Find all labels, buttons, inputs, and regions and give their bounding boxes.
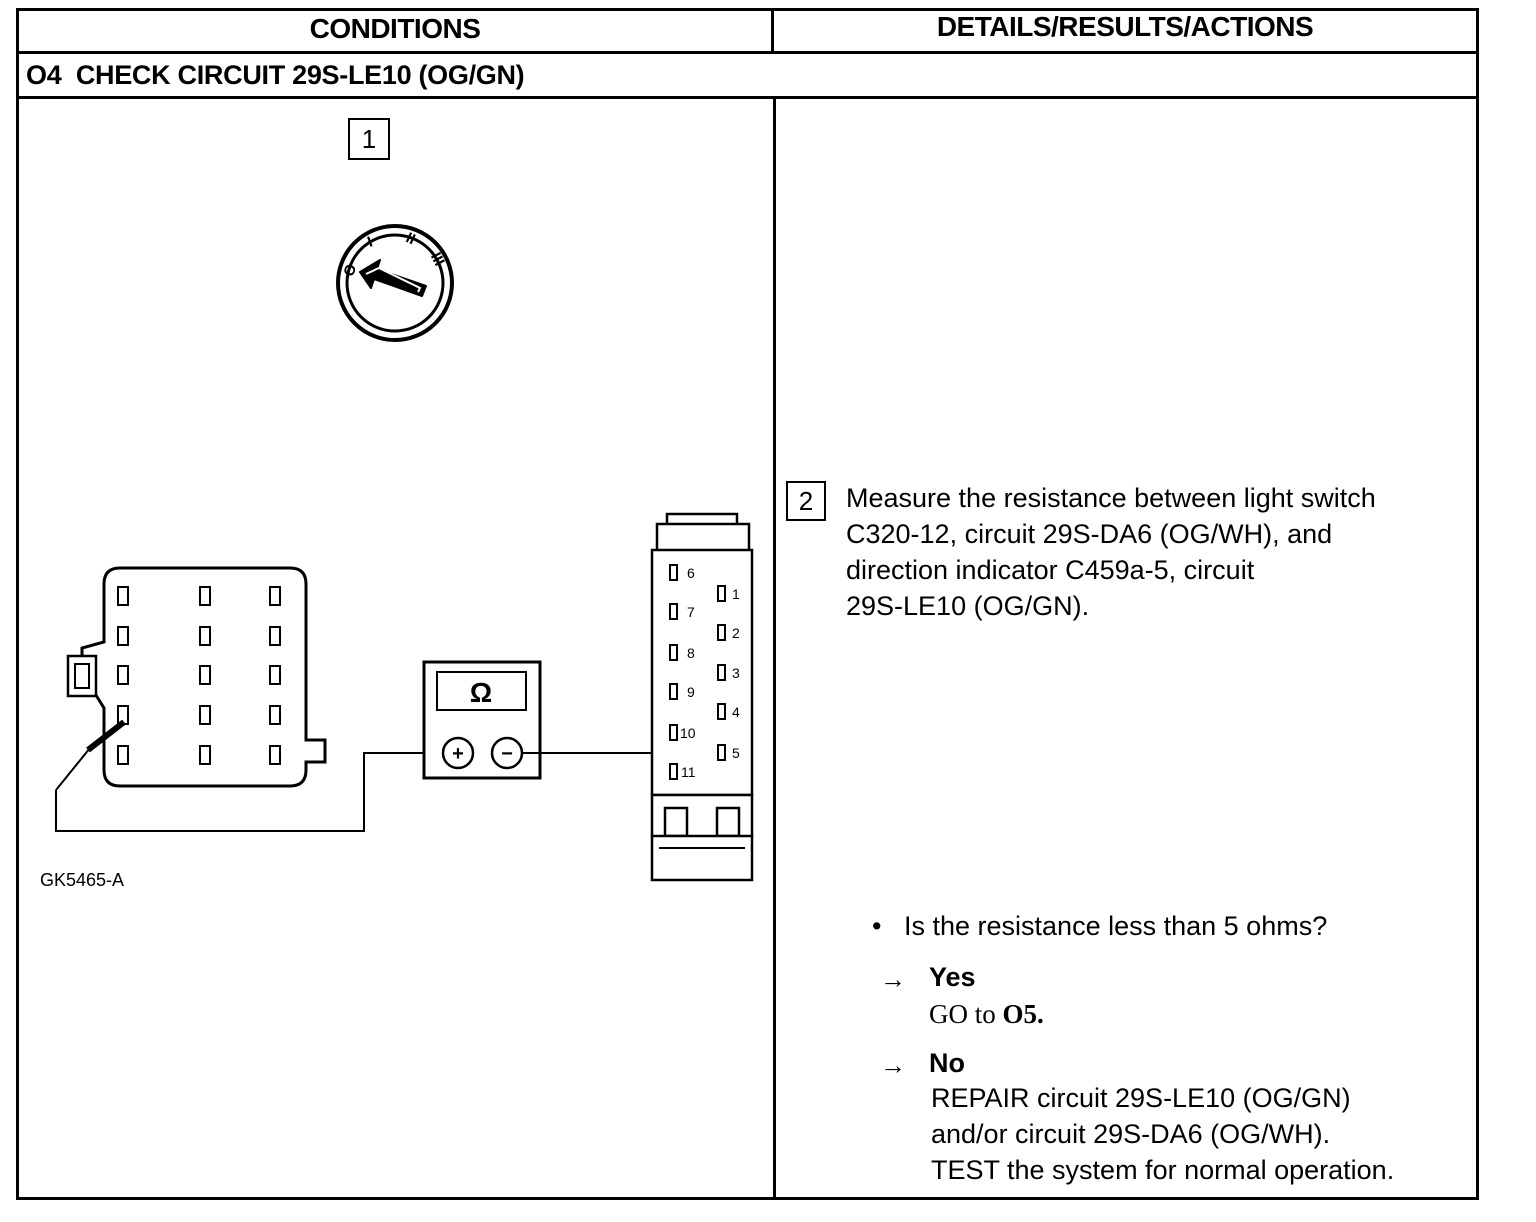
svg-text:−: − [501,743,513,765]
ignition-switch-icon: O I II III [336,224,454,342]
yes-action: GO to O5. [929,996,1044,1032]
table-frame [16,8,1479,1200]
no-action-line: TEST the system for normal operation. [931,1155,1395,1185]
pin-label-5: 5 [732,745,740,761]
pin-label-2: 2 [732,625,740,641]
pin-label-4: 4 [732,704,740,720]
yes-label: Yes [929,962,976,992]
no-action-line: and/or circuit 29S-DA6 (OG/WH). [931,1119,1331,1149]
yes-arrow-icon: → [880,964,906,994]
svg-text:+: + [452,743,464,765]
column-divider-header [771,8,774,53]
question-text: Is the resistance less than 5 ohms? [904,911,1328,941]
instruction-line: 29S-LE10 (OG/GN). [846,591,1090,621]
step-2-number-box: 2 [786,481,826,521]
meter-plus-terminal [441,736,475,770]
question-bullet: • [872,911,882,941]
header-divider [16,51,1476,54]
wiring-diagram: Ω + − 6 7 8 9 10 11 1 2 3 [55,512,754,882]
figure-code: GK5465-A [40,870,125,890]
step-2-instruction: Measure the resistance between light swi… [846,480,1466,624]
pin-label-7: 7 [687,604,695,620]
multimeter-ohm-symbol: Ω [470,677,492,708]
pin-label-6: 6 [687,565,695,581]
step-title: O4 CHECK CIRCUIT 29S-LE10 (OG/GN) [26,60,525,90]
step-1-number-box: 1 [348,118,390,160]
no-action-line: REPAIR circuit 29S-LE10 (OG/GN) [931,1083,1351,1113]
column-divider-body [773,96,776,1198]
step-title-divider [16,96,1476,99]
pin-label-8: 8 [687,645,695,661]
yes-action-text: GO to [929,999,996,1029]
pin-label-11: 11 [681,764,696,780]
instruction-line: C320-12, circuit 29S-DA6 (OG/WH), and [846,519,1333,549]
no-arrow-icon: → [880,1050,906,1080]
conditions-header: CONDITIONS [309,13,481,44]
pin-label-3: 3 [732,665,740,681]
pin-label-10: 10 [680,725,696,741]
ignition-pos-1: I [365,233,375,250]
direction-indicator-connector [650,512,754,882]
details-header: DETAILS/RESULTS/ACTIONS [936,11,1314,42]
instruction-line: Measure the resistance between light swi… [846,483,1376,513]
no-action: REPAIR circuit 29S-LE10 (OG/GN) and/or c… [931,1080,1471,1188]
pin-label-9: 9 [687,684,695,700]
pin-label-1: 1 [732,586,740,602]
instruction-line: direction indicator C459a-5, circuit [846,555,1255,585]
yes-action-target: O5. [1002,999,1044,1029]
no-label: No [929,1048,965,1078]
